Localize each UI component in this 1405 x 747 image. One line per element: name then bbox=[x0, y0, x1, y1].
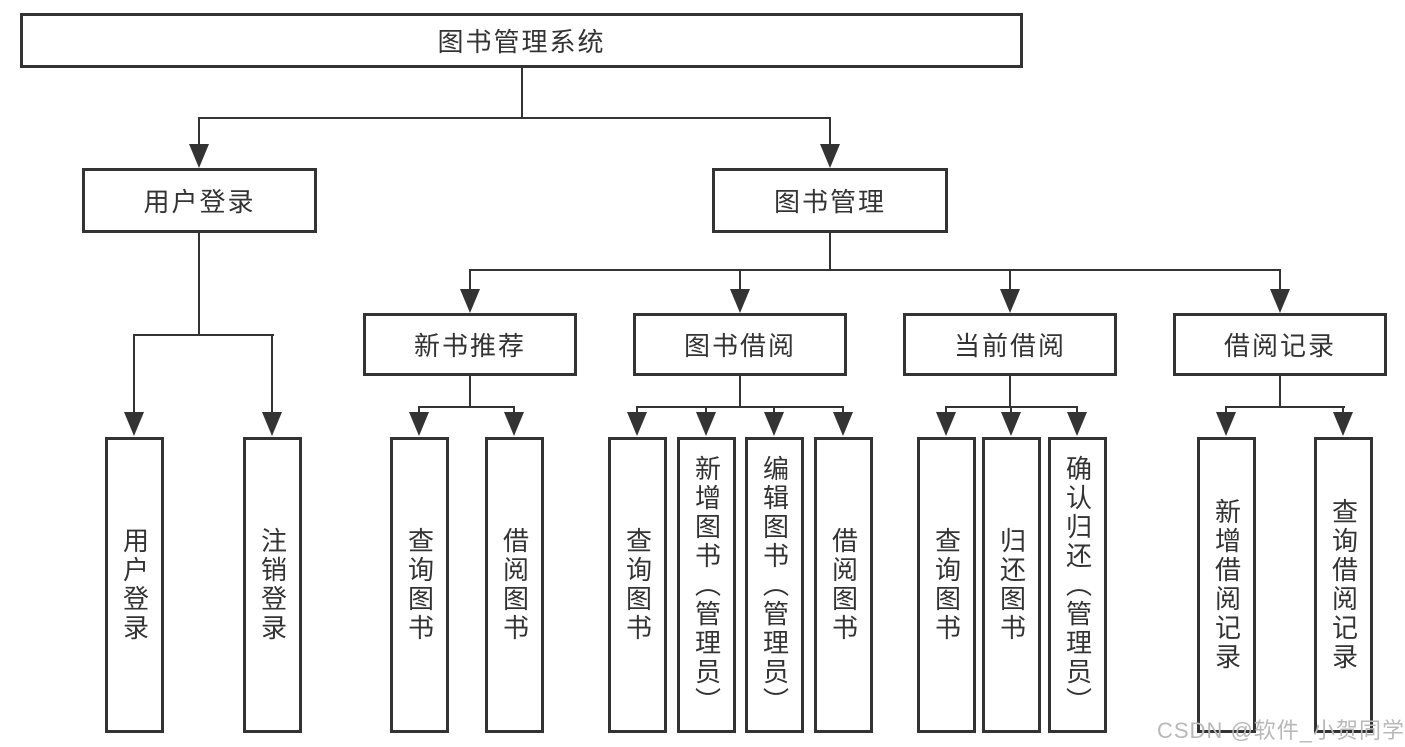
leaf-borrow-books-2: 借阅图书 bbox=[814, 437, 873, 733]
node-root-system: 图书管理系统 bbox=[20, 13, 1023, 68]
edge-root-bar bbox=[198, 117, 831, 119]
edge-stub bbox=[1076, 406, 1078, 414]
arrowhead-down-icon bbox=[1000, 289, 1020, 313]
edge-new-rec-bar bbox=[418, 406, 515, 408]
arrowhead-down-icon bbox=[764, 412, 784, 436]
arrowhead-down-icon bbox=[504, 412, 524, 436]
edge-stub bbox=[418, 406, 420, 414]
arrowhead-down-icon bbox=[1001, 412, 1021, 436]
csdn-watermark: CSDN @软件_小贺同学 bbox=[1157, 718, 1405, 743]
edge-stub bbox=[1342, 406, 1344, 414]
edge-stub bbox=[1010, 406, 1012, 414]
arrowhead-down-icon bbox=[730, 289, 750, 313]
edge-book-mgmt-bar bbox=[469, 269, 1281, 271]
edge-to-borrow bbox=[739, 269, 741, 291]
edge-book-mgmt-stem bbox=[829, 233, 831, 271]
edge-to-book-mgmt bbox=[829, 117, 831, 146]
arrowhead-down-icon bbox=[936, 412, 956, 436]
arrowhead-down-icon bbox=[262, 412, 282, 436]
node-new-book-recommend: 新书推荐 bbox=[363, 313, 577, 376]
arrowhead-down-icon bbox=[1216, 412, 1236, 436]
edge-to-current bbox=[1009, 269, 1011, 291]
arrowhead-down-icon bbox=[409, 412, 429, 436]
edge-to-user-login bbox=[198, 117, 200, 146]
node-current-borrow: 当前借阅 bbox=[903, 313, 1117, 376]
edge-user-login-stem bbox=[198, 233, 200, 336]
leaf-user-login: 用户登录 bbox=[105, 437, 164, 733]
edge-borrow-stem bbox=[739, 376, 741, 408]
edge-to-new-rec bbox=[469, 269, 471, 291]
leaf-return-book: 归还图书 bbox=[982, 437, 1041, 733]
edge-root-stem bbox=[521, 68, 523, 118]
leaf-confirm-return-admin: 确认归还（管理员） bbox=[1048, 437, 1107, 733]
edge-stub bbox=[636, 406, 638, 414]
edge-stub bbox=[945, 406, 947, 414]
edge-to-leaf-user-login bbox=[133, 334, 135, 414]
edge-current-stem bbox=[1009, 376, 1011, 408]
node-borrow-records: 借阅记录 bbox=[1173, 313, 1387, 376]
arrowhead-down-icon bbox=[1270, 289, 1290, 313]
edge-stub bbox=[513, 406, 515, 414]
edge-stub bbox=[1225, 406, 1227, 414]
leaf-logout: 注销登录 bbox=[243, 437, 302, 733]
edge-records-stem bbox=[1279, 376, 1281, 408]
edge-to-leaf-logout bbox=[271, 334, 273, 414]
arrowhead-down-icon bbox=[820, 144, 840, 168]
edge-new-rec-stem bbox=[469, 376, 471, 408]
arrowhead-down-icon bbox=[1067, 412, 1087, 436]
leaf-query-books-3: 查询图书 bbox=[917, 437, 976, 733]
node-user-login: 用户登录 bbox=[82, 168, 317, 233]
leaf-add-borrow-record: 新增借阅记录 bbox=[1197, 437, 1256, 733]
leaf-query-books-2: 查询图书 bbox=[608, 437, 667, 733]
arrowhead-down-icon bbox=[124, 412, 144, 436]
arrowhead-down-icon bbox=[833, 412, 853, 436]
node-book-borrow: 图书借阅 bbox=[633, 313, 847, 376]
leaf-borrow-books-1: 借阅图书 bbox=[485, 437, 544, 733]
arrowhead-down-icon bbox=[627, 412, 647, 436]
arrowhead-down-icon bbox=[460, 289, 480, 313]
leaf-query-books-1: 查询图书 bbox=[390, 437, 449, 733]
leaf-edit-book-admin: 编辑图书（管理员） bbox=[745, 437, 804, 733]
edge-stub bbox=[773, 406, 775, 414]
arrowhead-down-icon bbox=[1333, 412, 1353, 436]
arrowhead-down-icon bbox=[189, 144, 209, 168]
edge-stub bbox=[842, 406, 844, 414]
edge-records-bar bbox=[1225, 406, 1345, 408]
edge-user-login-bar bbox=[133, 334, 274, 336]
leaf-add-book-admin: 新增图书（管理员） bbox=[677, 437, 736, 733]
edge-borrow-bar bbox=[636, 406, 844, 408]
edge-stub bbox=[705, 406, 707, 414]
node-book-management: 图书管理 bbox=[712, 168, 948, 233]
leaf-query-borrow-record: 查询借阅记录 bbox=[1314, 437, 1373, 733]
arrowhead-down-icon bbox=[696, 412, 716, 436]
edge-to-records bbox=[1279, 269, 1281, 291]
